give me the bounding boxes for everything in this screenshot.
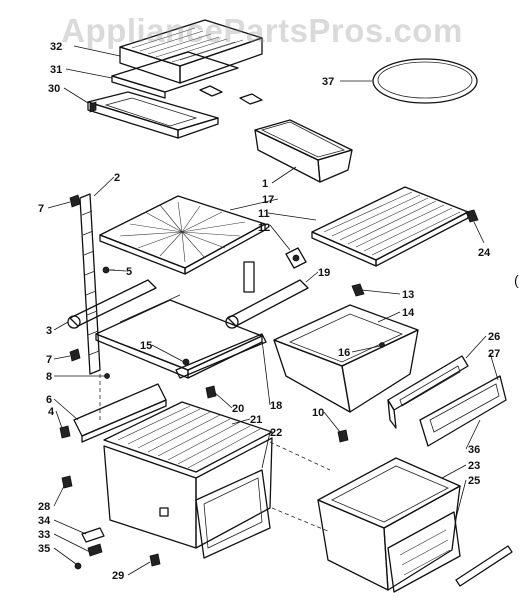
callout-24: 24 xyxy=(478,247,491,259)
callout-32: 32 xyxy=(50,41,62,53)
leader-lines xyxy=(47,45,499,576)
part-10-clip xyxy=(337,429,349,443)
callout-34: 34 xyxy=(38,515,51,527)
part-24-clip xyxy=(465,209,479,223)
callout-3: 3 xyxy=(46,325,52,337)
callout-14: 14 xyxy=(402,307,415,319)
part-29-clip xyxy=(149,553,161,567)
callout-35: 35 xyxy=(38,543,50,555)
part-12-support xyxy=(285,247,307,269)
alignment-lines xyxy=(99,374,331,533)
callout-17: 17 xyxy=(262,194,274,206)
callout-21: 21 xyxy=(250,414,262,426)
callout-8: 8 xyxy=(46,371,52,383)
callout-labels: 32 31 30 37 1 17 2 11 7 12 24 5 19 13 14… xyxy=(38,41,519,582)
part-4-clip xyxy=(59,425,71,439)
part-2-ladder-rail xyxy=(79,193,101,375)
part-25-drawer-front xyxy=(387,511,461,593)
part-18-rail xyxy=(175,333,267,379)
part-19-rear-rail xyxy=(225,279,309,329)
part-8-screw xyxy=(104,373,110,379)
callout-2: 2 xyxy=(114,172,120,184)
part-15-slide-shelf xyxy=(95,261,263,379)
callout-22: 22 xyxy=(270,427,282,439)
part-6-front-rail xyxy=(73,383,167,443)
part-1-small-bin xyxy=(254,119,353,183)
callout-15: 15 xyxy=(140,340,152,352)
callout-5: 5 xyxy=(126,266,132,278)
callout-36: 36 xyxy=(468,444,480,456)
callout-33: 33 xyxy=(38,529,50,541)
callout-13: 13 xyxy=(402,289,414,301)
callout-37: 37 xyxy=(322,76,334,88)
callout-10: 10 xyxy=(312,407,324,419)
callout-28: 28 xyxy=(38,501,50,513)
part-3-front-rail xyxy=(67,279,157,329)
callout-29: 29 xyxy=(112,570,124,582)
callout-27: 27 xyxy=(488,348,500,360)
part-33-bracket xyxy=(87,543,103,557)
callout-1: 1 xyxy=(262,178,268,190)
part-31-tray-cover xyxy=(111,51,263,105)
part-23-crisper-bin-right xyxy=(317,457,461,591)
part-28-clip xyxy=(61,475,73,489)
part-17-glass-shelf xyxy=(99,195,266,275)
callout-25: 25 xyxy=(468,475,480,487)
part-crisper-bin-left xyxy=(103,437,273,549)
part-32-deli-tray xyxy=(119,19,263,84)
part-14-crisper-drawer xyxy=(273,304,419,413)
callout-12: 12 xyxy=(258,222,270,234)
callout-23: 23 xyxy=(468,460,480,472)
part-13-clip xyxy=(351,283,365,297)
part-21-crisper-cover xyxy=(103,401,273,473)
callout-4: 4 xyxy=(48,406,55,418)
callout-16: 16 xyxy=(338,347,350,359)
part-26-drawer-front xyxy=(387,355,469,429)
callout-7b: 7 xyxy=(46,354,52,366)
callout-7a: 7 xyxy=(38,203,44,215)
callout-30: 30 xyxy=(48,83,60,95)
part-22-drawer-front xyxy=(195,469,271,559)
part-20-clip xyxy=(205,385,217,399)
callout-20: 20 xyxy=(232,403,244,415)
part-34-bracket xyxy=(81,527,105,543)
part-11-right-shelf xyxy=(311,186,469,267)
callout-18: 18 xyxy=(270,400,282,412)
part-35-screw xyxy=(74,562,82,570)
callout-26: 26 xyxy=(488,331,500,343)
callout-6: 6 xyxy=(46,394,52,406)
callout-31: 31 xyxy=(50,64,62,76)
callout-19: 19 xyxy=(318,267,330,279)
stray-paren-mark: ( xyxy=(514,272,519,288)
callout-11: 11 xyxy=(258,208,270,220)
part-36-handle xyxy=(455,545,513,587)
part-30-tray-frame xyxy=(87,91,219,139)
part-7-cap-top xyxy=(69,194,81,208)
part-7-cap-lower xyxy=(69,348,81,362)
part-37-round-gasket xyxy=(372,58,478,104)
part-27-drawer-front xyxy=(419,375,507,447)
